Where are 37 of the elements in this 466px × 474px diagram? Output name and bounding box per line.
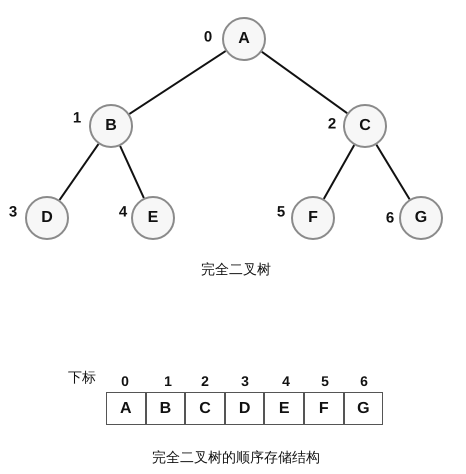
array-cell: F [304,392,344,425]
tree-node-circle: G [399,196,443,240]
tree-edge [58,143,100,201]
array-index: 1 [164,373,172,389]
array-index: 0 [121,373,129,389]
tree-node-circle: D [25,196,69,240]
node-index: 4 [118,204,128,220]
caption-text: 完全二叉树的顺序存储结构 [152,449,320,467]
array-cell: A [106,392,146,425]
array-cell: D [224,392,264,425]
index-heading: 下标 [68,369,96,387]
node-index: 5 [276,204,286,220]
node-index: 1 [72,110,82,126]
tree-edge [261,51,348,114]
tree-edge [128,50,226,115]
tree-node-circle: A [222,17,266,61]
tree-node-circle: B [89,104,133,148]
array-index: 2 [201,373,209,389]
tree-node-circle: C [343,104,387,148]
tree-edge [119,146,145,198]
node-index: 2 [328,116,336,132]
node-index: 3 [8,204,18,220]
array-index: 4 [282,373,290,389]
node-index: 6 [386,210,394,226]
array-cell: B [146,392,186,425]
caption-text: 完全二叉树 [201,261,271,279]
tree-edge [376,144,410,200]
array-cell: E [264,392,304,425]
array-cell: G [344,392,384,425]
tree-node-circle: F [291,196,335,240]
array-cell: C [185,392,225,425]
array-index: 3 [241,373,249,389]
array-index: 6 [360,373,368,389]
node-index: 0 [204,28,212,46]
tree-edge [322,144,356,200]
array-index: 5 [321,373,329,389]
tree-node-circle: E [131,196,175,240]
